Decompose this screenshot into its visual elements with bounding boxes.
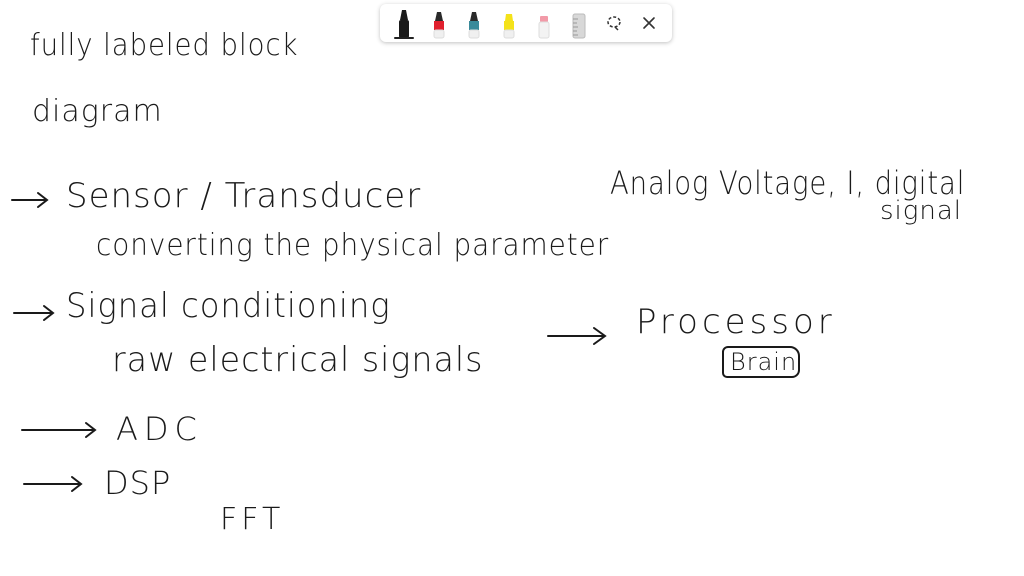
fft-label: FFT (220, 502, 285, 537)
selected-indicator (393, 37, 414, 39)
close-icon[interactable] (635, 6, 663, 40)
arrow-item4 (22, 474, 84, 494)
item2-detail: raw electrical signals (112, 340, 484, 380)
analog-label-line1: Analog Voltage, I, digital (610, 164, 966, 202)
arrow-processor (546, 324, 608, 348)
pen-toolbar (380, 4, 672, 42)
processor-label: Processor (636, 302, 836, 342)
pink-eraser-tool[interactable] (530, 6, 558, 40)
brain-label: Brain (730, 348, 798, 376)
yellow-highlighter-tool[interactable] (495, 6, 523, 40)
note-title-line2: diagram (32, 94, 163, 129)
brain-box (722, 346, 800, 378)
arrow-item2 (12, 303, 56, 323)
arrow-item1 (10, 190, 50, 210)
ruler-tool[interactable] (565, 6, 593, 40)
red-marker-tool[interactable] (425, 6, 453, 40)
teal-marker-tool[interactable] (460, 6, 488, 40)
arrow-item3 (20, 420, 98, 440)
item3-label: ADC (116, 410, 203, 448)
lasso-icon[interactable] (600, 6, 628, 40)
analog-label-line2: signal (880, 196, 963, 226)
item1-label: Sensor / Transducer (66, 176, 422, 216)
note-title-line1: fully labeled block (30, 28, 299, 63)
item2-label: Signal conditioning (66, 286, 391, 326)
item1-detail: converting the physical parameter (96, 228, 610, 263)
black-marker-tool[interactable] (390, 6, 418, 40)
item4-label: DSP (104, 464, 172, 502)
